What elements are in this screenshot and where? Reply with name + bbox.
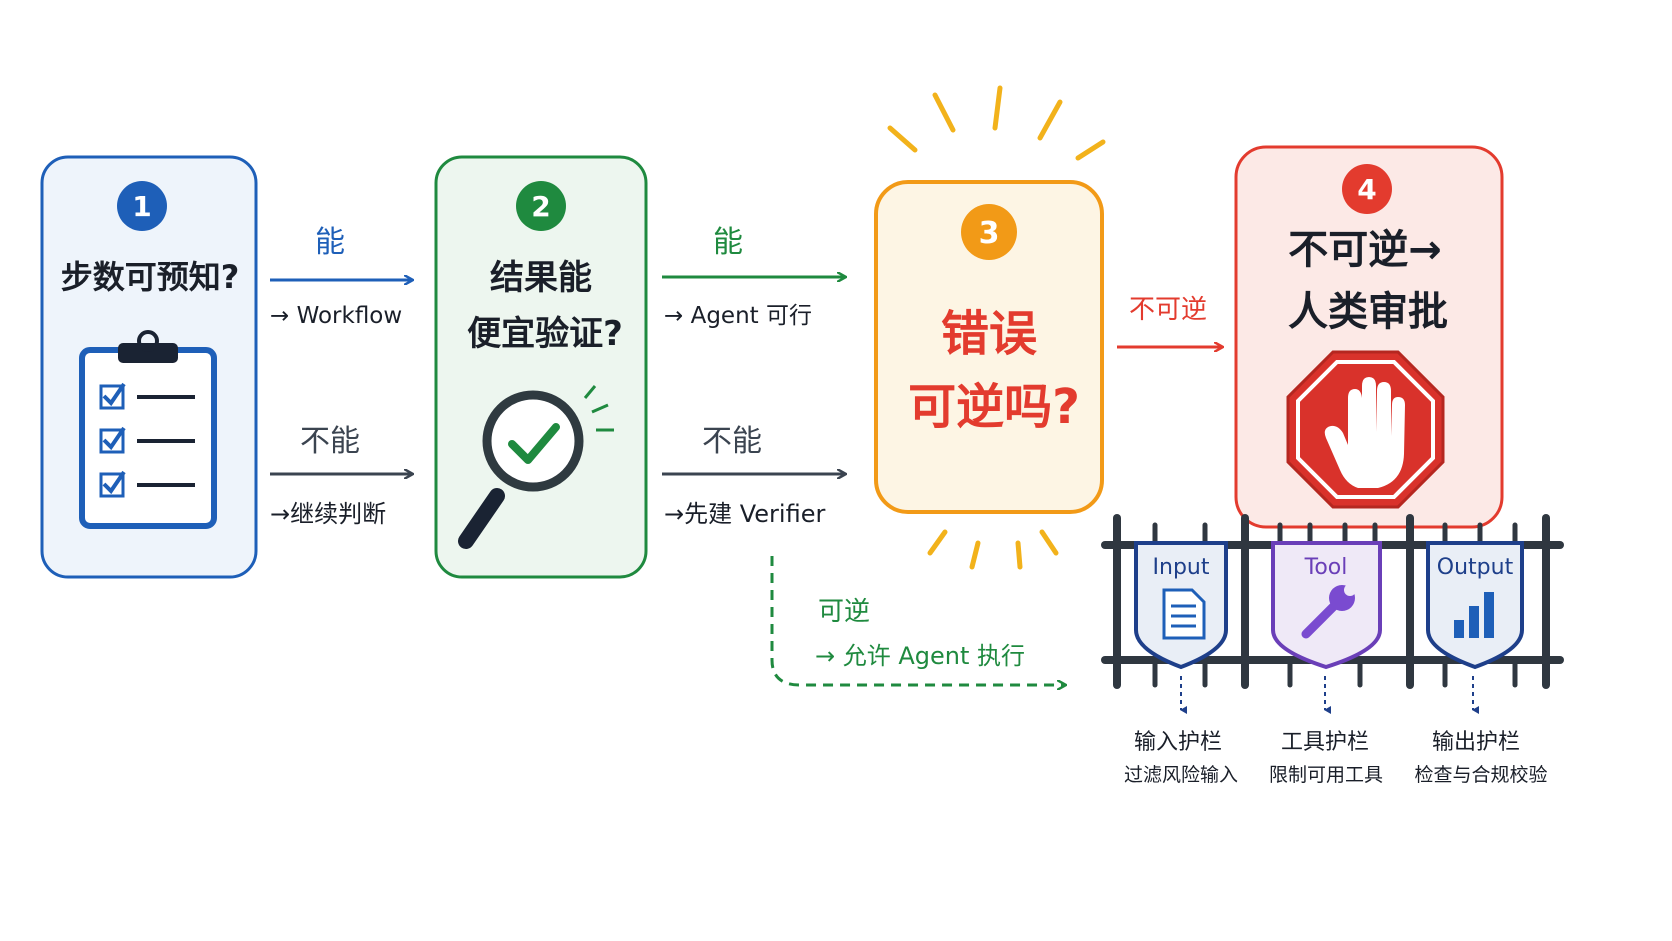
step-1-no-arrow: 不能 →继续判断 bbox=[270, 424, 412, 528]
step-1-badge bbox=[117, 181, 167, 231]
stop-hand-icon bbox=[1286, 350, 1445, 509]
step-2-badge bbox=[516, 181, 566, 231]
tool-guardrail-desc: 限制可用工具 bbox=[1269, 764, 1383, 786]
tool-guardrail: Tool 工具护栏 限制可用工具 bbox=[1269, 541, 1383, 786]
magnifier-check-icon bbox=[458, 385, 614, 549]
input-guardrail-title: 输入护栏 bbox=[1134, 730, 1222, 755]
step-4-action-line-2: 人类审批 bbox=[1288, 289, 1448, 335]
irreversible-label: 不可逆 bbox=[1129, 295, 1207, 325]
step-2-yes-arrow: 能 → Agent 可行 bbox=[662, 225, 845, 329]
input-guardrail: Input 输入护栏 过滤风险输入 bbox=[1124, 541, 1238, 786]
reversible-label: 可逆 bbox=[818, 597, 870, 627]
step-2-no-label: 不能 bbox=[702, 424, 762, 459]
step-1-card: 1 步数可预知? bbox=[40, 155, 258, 579]
step-4-card: 4 不可逆→ 人类审批 bbox=[1234, 145, 1504, 529]
step-1-yes-result: → Workflow bbox=[270, 303, 402, 329]
output-guardrail-desc: 检查与合规校验 bbox=[1414, 764, 1547, 786]
document-icon bbox=[1162, 588, 1206, 640]
clipboard-checklist-icon bbox=[79, 330, 217, 529]
step-2-card: 2 结果能 便宜验证? bbox=[434, 155, 648, 579]
step-1-yes-label: 能 bbox=[315, 225, 345, 260]
tool-badge: Tool bbox=[1304, 555, 1348, 580]
step-2-question-line-1: 结果能 bbox=[490, 258, 592, 298]
step-3-number: 3 bbox=[979, 216, 1000, 251]
step-3-badge bbox=[961, 204, 1017, 260]
step-2-no-result: →先建 Verifier bbox=[664, 500, 825, 528]
step-4-badge bbox=[1342, 164, 1392, 214]
step-3-question-line-1: 错误 bbox=[941, 306, 1037, 362]
step-1-yes-arrow: 能 → Workflow bbox=[270, 225, 412, 329]
tool-guardrail-title: 工具护栏 bbox=[1281, 730, 1369, 755]
step-4-action-line-1: 不可逆→ bbox=[1288, 227, 1442, 273]
step-3-reversible-arrow: 可逆 → 允许 Agent 执行 bbox=[770, 556, 1065, 685]
step-1-number: 1 bbox=[132, 190, 151, 223]
step-2-question-line-2: 便宜验证? bbox=[467, 314, 623, 354]
attention-rays bbox=[887, 85, 1106, 570]
step-2-yes-result: → Agent 可行 bbox=[664, 303, 812, 329]
step-4-number: 4 bbox=[1357, 173, 1376, 206]
step-1-question: 步数可预知? bbox=[61, 258, 240, 296]
step-3-irreversible-arrow: 不可逆 bbox=[1117, 295, 1222, 347]
step-2-number: 2 bbox=[531, 190, 550, 223]
bar-chart-icon bbox=[1454, 592, 1494, 638]
input-guardrail-desc: 过滤风险输入 bbox=[1124, 764, 1238, 786]
step-3-question-line-2: 可逆吗? bbox=[908, 379, 1080, 435]
step-1-no-label: 不能 bbox=[300, 424, 360, 459]
step-1-no-result: →继续判断 bbox=[270, 500, 386, 528]
input-badge: Input bbox=[1153, 555, 1210, 580]
wrench-icon bbox=[1301, 584, 1356, 639]
reversible-result: → 允许 Agent 执行 bbox=[815, 642, 1025, 670]
output-badge: Output bbox=[1437, 555, 1514, 580]
step-3-card: 3 错误 可逆吗? bbox=[874, 85, 1106, 570]
step-2-yes-label: 能 bbox=[713, 225, 743, 260]
step-2-no-arrow: 不能 →先建 Verifier bbox=[662, 424, 845, 528]
output-guardrail-title: 输出护栏 bbox=[1432, 730, 1520, 755]
output-guardrail: Output 输出护栏 检查与合规校验 bbox=[1414, 541, 1548, 786]
